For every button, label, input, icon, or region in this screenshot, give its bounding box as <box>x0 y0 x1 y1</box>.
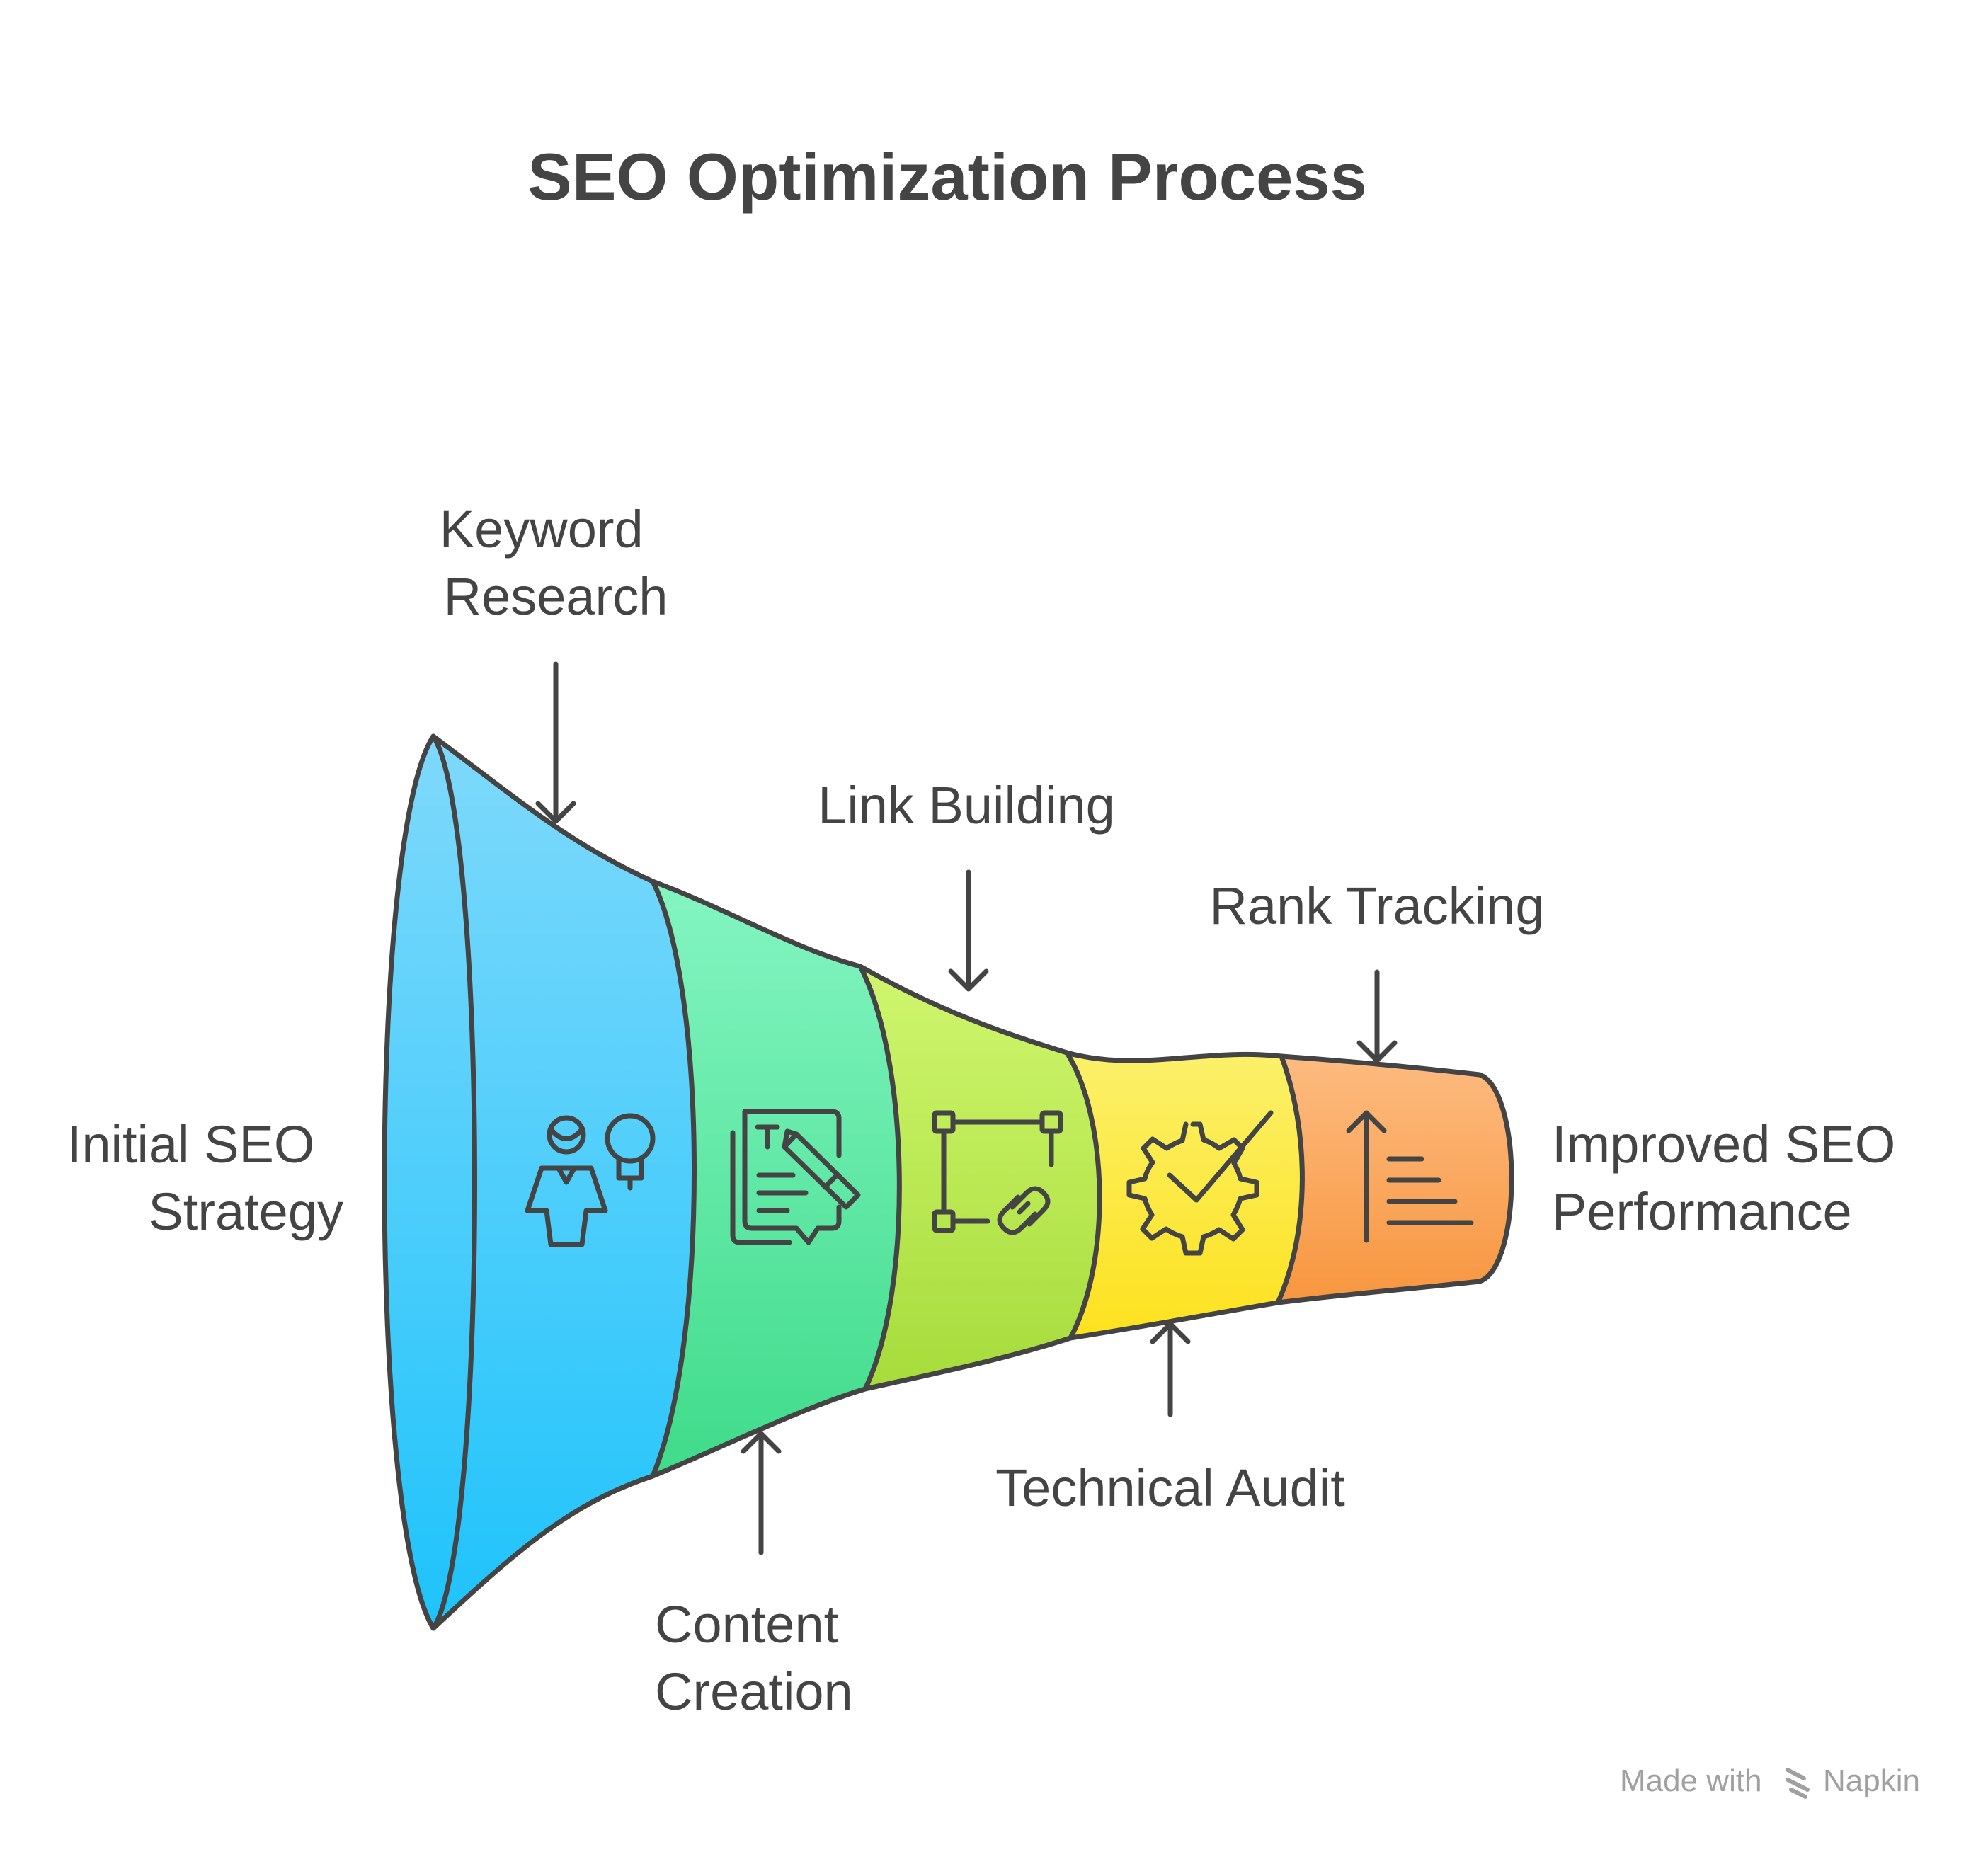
arrow-up-bars-icon <box>1346 1110 1474 1243</box>
watermark-prefix: Made with <box>1620 1764 1762 1798</box>
label-rank-tracking: Rank Tracking <box>1210 876 1545 935</box>
funnel-divider-1 <box>650 879 697 1479</box>
funnel-divider-4 <box>1275 1053 1305 1305</box>
person-lightbulb-icon <box>525 1113 656 1247</box>
arrow-content-creation <box>741 1431 782 1555</box>
funnel-divider-3 <box>1064 1050 1102 1341</box>
label-content-creation: Content Creation <box>655 1595 853 1721</box>
arrow-keyword-research <box>535 661 576 824</box>
funnel-tail-end <box>1477 1072 1514 1284</box>
label-improved-seo-performance: Improved SEO Performance <box>1552 1115 1910 1241</box>
label-initial-seo-strategy: Initial SEO Strategy <box>67 1115 343 1241</box>
arrow-link-building <box>948 869 989 992</box>
funnel <box>382 733 1514 1631</box>
funnel-outline-bottom <box>430 1279 1483 1631</box>
link-nodes-icon <box>932 1110 1063 1235</box>
label-link-building: Link Building <box>818 776 1115 835</box>
arrow-rank-tracking <box>1356 969 1398 1063</box>
watermark: Made with Napkin <box>1620 1764 1920 1799</box>
funnel-stage-technical-audit <box>1067 1053 1303 1338</box>
funnel-mouth-rim <box>382 733 477 1631</box>
funnel-divider-2 <box>857 964 902 1392</box>
funnel-stage-link-building <box>860 966 1100 1389</box>
watermark-brand: Napkin <box>1823 1764 1920 1798</box>
funnel-stage-content-creation <box>653 881 900 1476</box>
document-pencil-icon <box>730 1109 861 1245</box>
gear-check-icon <box>1126 1110 1274 1256</box>
label-technical-audit: Technical Audit <box>995 1458 1345 1517</box>
page-title: SEO Optimization Process <box>527 139 1367 214</box>
napkin-logo-icon <box>1786 1768 1810 1799</box>
arrow-technical-audit <box>1150 1321 1191 1417</box>
funnel-outline-top <box>430 733 1483 1078</box>
label-keyword-research: Keyword Research <box>440 500 668 626</box>
